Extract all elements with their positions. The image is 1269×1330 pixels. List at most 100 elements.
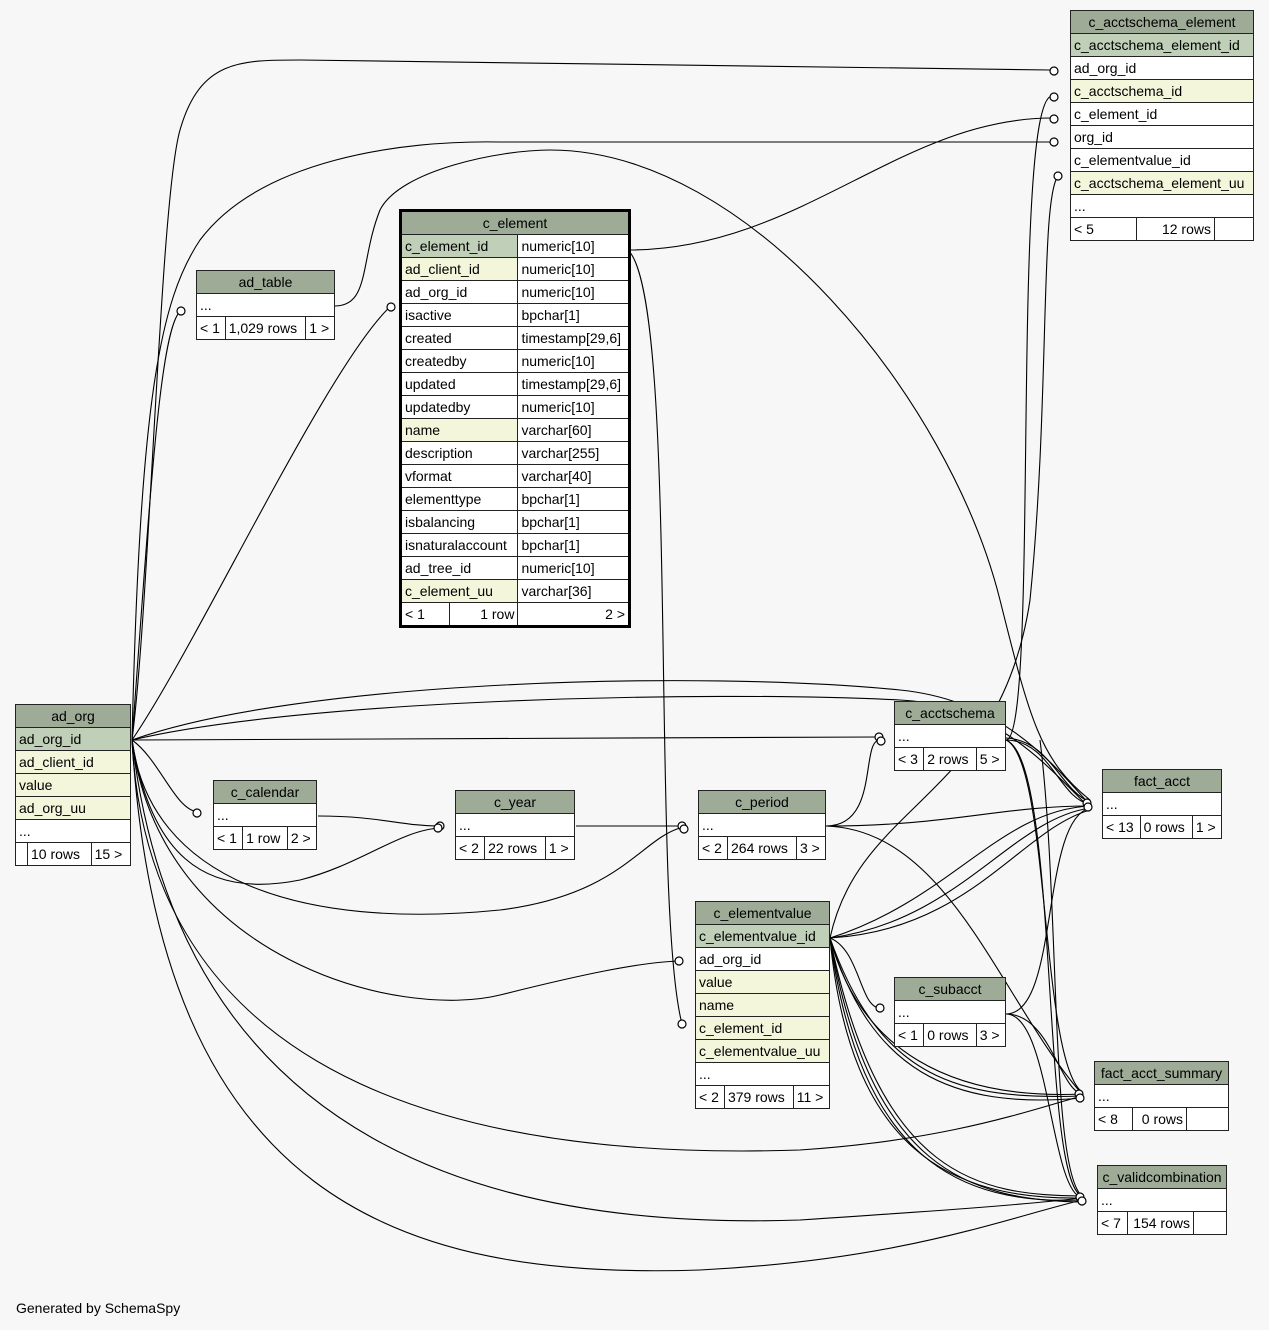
parents-link[interactable]: < 2 — [695, 1085, 725, 1109]
column-type: numeric[10] — [517, 556, 629, 580]
table-title: c_element — [401, 211, 629, 235]
table-title: fact_acct — [1102, 769, 1222, 793]
row-count: 2 rows — [923, 747, 977, 771]
column-name: c_element_id — [400, 234, 519, 258]
column-name: isactive — [400, 303, 519, 327]
column-row: ... — [1097, 1188, 1227, 1212]
column-row: c_acctschema_element_uu — [1070, 171, 1254, 195]
column-type: bpchar[1] — [517, 533, 629, 557]
table-c-period[interactable]: c_period ... < 2 264 rows 3 > — [697, 790, 827, 860]
row-count: 379 rows — [723, 1085, 794, 1109]
table-fact-acct-summary[interactable]: fact_acct_summary ... < 8 0 rows — [1094, 1061, 1229, 1131]
column-type: varchar[60] — [517, 418, 629, 442]
column-name: createdby — [400, 349, 519, 373]
table-c-acctschema[interactable]: c_acctschema ... < 3 2 rows 5 > — [893, 701, 1007, 771]
parents-link[interactable] — [15, 842, 28, 866]
column-type: numeric[10] — [517, 280, 629, 304]
column-row: ... — [1102, 792, 1222, 816]
column-type: timestamp[29,6] — [517, 326, 629, 350]
column-row: ... — [894, 724, 1006, 748]
column-row: ad_org_id — [1070, 56, 1254, 80]
column-row: value — [695, 970, 830, 994]
table-title: ad_table — [196, 270, 335, 294]
column-name: isbalancing — [400, 510, 519, 534]
table-fact-acct[interactable]: fact_acct ... < 13 0 rows 1 > — [1102, 769, 1223, 839]
column-row: c_element_id — [1070, 102, 1254, 126]
column-row: name — [695, 993, 830, 1017]
parents-link[interactable]: < 1 — [212, 826, 244, 850]
table-ad-org[interactable]: ad_org ad_org_id ad_client_id value ad_o… — [15, 704, 132, 866]
table-c-calendar[interactable]: c_calendar ... < 1 1 row 2 > — [212, 780, 318, 850]
parents-link[interactable]: < 13 — [1102, 815, 1141, 839]
column-name: isnaturalaccount — [400, 533, 519, 557]
row-count: 154 rows — [1127, 1211, 1194, 1235]
children-link[interactable]: 1 > — [544, 836, 576, 860]
table-ad-table[interactable]: ad_table ... < 1 1,029 rows 1 > — [196, 270, 335, 340]
children-link[interactable]: 1 > — [305, 316, 335, 340]
children-link[interactable]: 1 > — [1191, 815, 1223, 839]
column-type: numeric[10] — [517, 234, 629, 258]
column-name: name — [400, 418, 519, 442]
table-c-elementvalue[interactable]: c_elementvalue c_elementvalue_id ad_org_… — [695, 901, 831, 1109]
generated-by-footer: Generated by SchemaSpy — [16, 1300, 181, 1316]
row-count: 264 rows — [727, 836, 797, 860]
column-row: c_acctschema_element_id — [1070, 33, 1254, 57]
parents-link[interactable]: < 8 — [1094, 1107, 1133, 1131]
table-title: fact_acct_summary — [1094, 1061, 1229, 1085]
table-title: ad_org — [15, 704, 131, 728]
column-name: c_element_uu — [400, 579, 519, 603]
parents-link[interactable]: < 2 — [454, 836, 486, 860]
table-c-year[interactable]: c_year ... < 2 22 rows 1 > — [454, 790, 576, 860]
children-link[interactable] — [1186, 1107, 1229, 1131]
table-c-validcombination[interactable]: c_validcombination ... < 7 154 rows — [1097, 1165, 1227, 1235]
column-row: value — [15, 773, 131, 797]
parents-link[interactable]: < 5 — [1070, 217, 1137, 241]
table-title: c_acctschema — [894, 701, 1006, 725]
table-title: c_subacct — [894, 977, 1006, 1001]
column-row: c_acctschema_id — [1070, 79, 1254, 103]
children-link[interactable]: 2 > — [517, 602, 629, 626]
children-link[interactable]: 2 > — [286, 826, 318, 850]
table-title: c_period — [698, 790, 826, 814]
row-count: 22 rows — [484, 836, 546, 860]
children-link[interactable]: 11 > — [792, 1085, 831, 1109]
children-link[interactable]: 3 > — [975, 1023, 1007, 1047]
table-c-acctschema-element[interactable]: c_acctschema_element c_acctschema_elemen… — [1070, 10, 1254, 241]
children-link[interactable]: 3 > — [795, 836, 827, 860]
children-link[interactable] — [1214, 217, 1254, 241]
column-row: ... — [15, 819, 131, 843]
table-title: c_acctschema_element — [1070, 10, 1254, 34]
parents-link[interactable]: < 1 — [196, 316, 226, 340]
children-link[interactable] — [1193, 1211, 1227, 1235]
column-name: description — [400, 441, 519, 465]
column-name: ad_org_id — [400, 280, 519, 304]
column-type: varchar[255] — [517, 441, 629, 465]
column-row: ... — [1070, 194, 1254, 218]
children-link[interactable]: 5 > — [975, 747, 1007, 771]
row-count: 1 row — [242, 826, 288, 850]
table-title: c_elementvalue — [695, 901, 830, 925]
column-row: ad_org_id — [695, 947, 830, 971]
column-row: ... — [695, 1062, 830, 1086]
column-type: timestamp[29,6] — [517, 372, 629, 396]
parents-link[interactable]: < 2 — [697, 836, 729, 860]
column-row: ad_org_id — [15, 727, 131, 751]
column-row: ... — [455, 813, 575, 837]
column-row: c_elementvalue_id — [1070, 148, 1254, 172]
row-count: 0 rows — [923, 1023, 977, 1047]
table-title: c_validcombination — [1097, 1165, 1227, 1189]
parents-link[interactable]: < 7 — [1097, 1211, 1128, 1235]
column-row: ... — [213, 803, 317, 827]
column-name: ad_client_id — [400, 257, 519, 281]
column-name: created — [400, 326, 519, 350]
column-row: c_elementvalue_uu — [695, 1039, 830, 1063]
column-row: ad_org_uu — [15, 796, 131, 820]
parents-link[interactable]: < 1 — [893, 1023, 925, 1047]
table-c-subacct[interactable]: c_subacct ... < 1 0 rows 3 > — [893, 977, 1007, 1047]
column-row: ... — [698, 813, 826, 837]
children-link[interactable]: 15 > — [90, 842, 132, 866]
parents-link[interactable]: < 3 — [893, 747, 925, 771]
table-title: c_calendar — [213, 780, 317, 804]
parents-link[interactable]: < 1 — [401, 602, 450, 626]
